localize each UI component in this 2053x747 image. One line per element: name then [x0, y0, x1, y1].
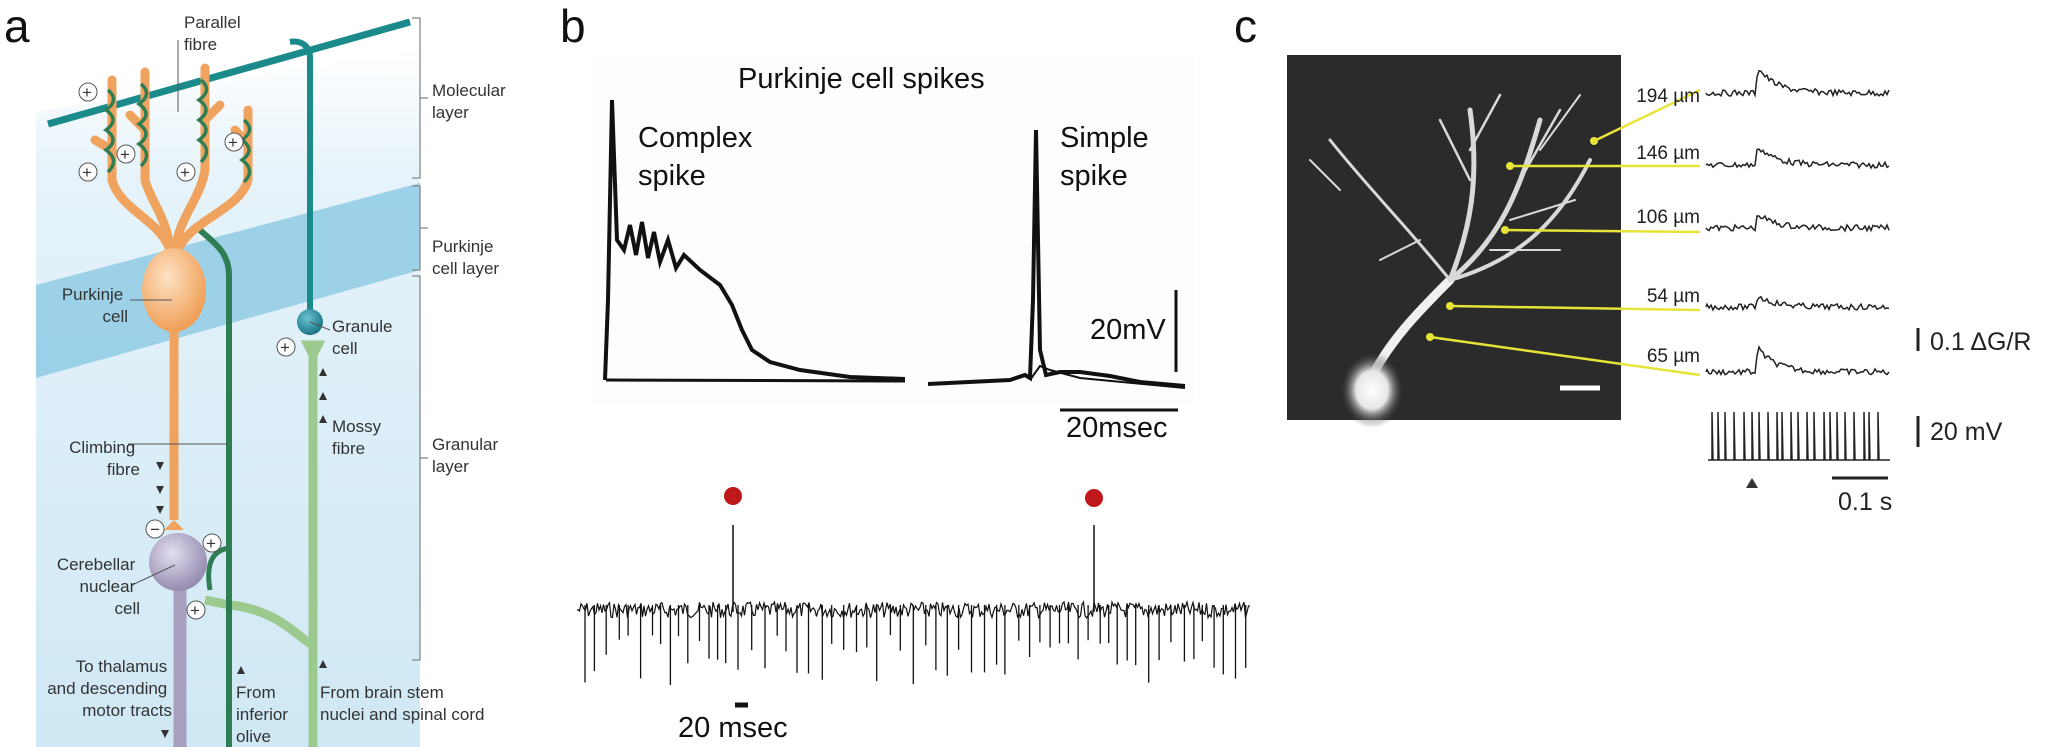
simple-spike-trace: [927, 129, 1186, 388]
plus-sign: +: [224, 132, 244, 152]
stimulus-marker: [1746, 478, 1758, 488]
panel-b-letter: b: [560, 0, 586, 52]
depth-leaders: [1429, 88, 1701, 377]
layer-brackets: [412, 17, 428, 661]
direction-arrows: [156, 368, 327, 738]
minus-sign: −: [145, 519, 165, 539]
purkinje-dendrite-image: [1309, 93, 1592, 385]
nuclear-cell-label: Cerebellar nuclear cell: [57, 555, 140, 618]
complex-spike-label: Complex spike: [638, 122, 761, 192]
svg-text:+: +: [206, 534, 216, 553]
climbing-fibre-label: Climbing fibre: [69, 438, 140, 479]
calcium-trace: [1705, 344, 1890, 377]
spike-raster: [576, 525, 1251, 685]
calcium-trace: [1705, 69, 1890, 98]
voltage-scale-label-c: 20 mV: [1930, 418, 2003, 446]
mossy-fibre-collateral: [204, 595, 316, 650]
depth-label: 54 µm: [1647, 286, 1700, 307]
purkinje-layer-label: Purkinje cell layer: [432, 237, 499, 278]
depth-dots: [1426, 137, 1598, 341]
calcium-trace: [1705, 295, 1890, 312]
plus-sign: +: [78, 162, 98, 182]
mossy-fibre: [300, 340, 326, 747]
raster-scale-label: 20 msec: [678, 712, 788, 744]
svg-text:+: +: [228, 133, 238, 152]
svg-text:+: +: [82, 83, 92, 102]
plus-sign: +: [78, 82, 98, 102]
leader-lines: [128, 40, 331, 586]
svg-text:+: +: [280, 338, 290, 357]
plus-sign: +: [116, 144, 136, 164]
plus-sign: +: [176, 162, 196, 182]
from-brainstem-label: From brain stem nuclei and spinal cord: [320, 683, 484, 724]
complex-event-marker: [724, 487, 742, 505]
complex-spike-trace: [603, 99, 906, 381]
climbing-collateral: [206, 545, 230, 591]
granule-axon: [289, 38, 313, 318]
svg-text:+: +: [190, 601, 200, 620]
svg-text:−: −: [150, 520, 160, 539]
voltage-trace-line: [1708, 411, 1890, 461]
from-olive-label: From inferior olive: [236, 683, 293, 746]
soma-image: [1340, 352, 1404, 428]
purkinje-soma: [142, 248, 206, 332]
recording-background: [590, 55, 1195, 405]
svg-text:+: +: [120, 145, 130, 164]
panel-b: b Purkinje cell spikes Complex spike Sim…: [560, 0, 1251, 744]
plus-sign: +: [276, 337, 296, 357]
calcium-traces: [1705, 69, 1890, 377]
climbing-fibre: [197, 227, 232, 747]
plus-sign: +: [186, 600, 206, 620]
plus-sign: +: [202, 533, 222, 553]
complex-event-marker: [1085, 489, 1103, 507]
climbing-spirals: [102, 78, 252, 184]
panel-a: a Molecular layer Purkinje cell layer Gr…: [4, 0, 510, 747]
depth-label: 146 µm: [1636, 143, 1700, 164]
panel-c: c: [1234, 0, 2031, 516]
purkinje-terminal: [164, 520, 184, 530]
complex-baseline: [605, 378, 906, 383]
mossy-fibre-label: Mossy fibre: [332, 417, 386, 458]
time-scale-label: 20msec: [1066, 412, 1168, 444]
to-thalamus-label: To thalamus and descending motor tracts: [47, 657, 172, 720]
svg-text:+: +: [82, 163, 92, 182]
molecular-layer-label: Molecular layer: [432, 81, 510, 122]
time-scale-label-c: 0.1 s: [1838, 488, 1892, 516]
purkinje-cell-label: Purkinje cell: [62, 285, 128, 326]
granular-layer-label: Granular layer: [432, 435, 503, 476]
panel-a-letter: a: [4, 0, 30, 52]
granule-cell-label: Granule cell: [332, 317, 397, 358]
voltage-scale-label: 20mV: [1090, 314, 1166, 346]
depth-label: 194 µm: [1636, 86, 1700, 107]
panel-c-letter: c: [1234, 0, 1257, 52]
fluorescence-scale-label: 0.1 ΔG/R: [1930, 328, 2031, 356]
calcium-trace: [1705, 148, 1890, 170]
depth-label: 106 µm: [1636, 207, 1700, 228]
simple-spike-label: Simple spike: [1060, 122, 1157, 192]
spikes-title: Purkinje cell spikes: [738, 63, 985, 95]
membrane-voltage-trace: [1708, 411, 1890, 461]
calcium-trace: [1705, 214, 1890, 233]
parallel-fibre-label: Parallel fibre: [184, 13, 245, 54]
fluorescence-image: [1287, 55, 1621, 420]
simple-secondary-trace: [1029, 364, 1186, 389]
synapse-signs: + + + + + + − + +: [78, 82, 296, 620]
svg-text:+: +: [180, 163, 190, 182]
nuclear-cell: [149, 533, 207, 591]
depth-label: 65 µm: [1647, 346, 1700, 367]
